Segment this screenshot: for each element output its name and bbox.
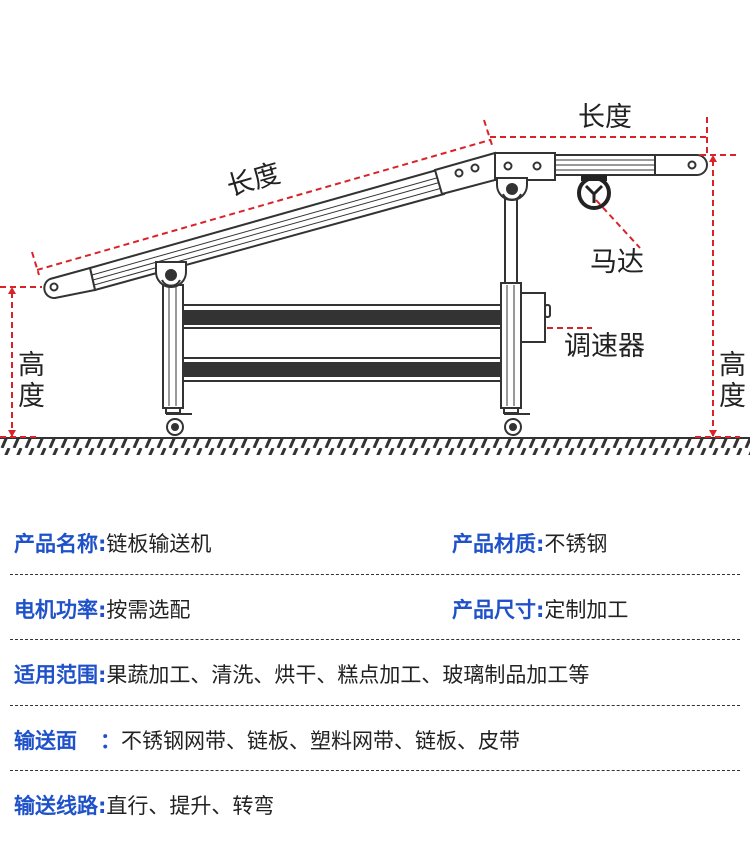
spec-row-conveying-surface: 输送面 ：不锈钢网带、链板、塑料网带、链板、皮带 [14,725,520,755]
spec-colon: ： [100,729,121,753]
speed-controller-label: 调速器 [564,331,645,362]
caster-left [165,407,192,436]
spec-value: 不锈钢 [544,532,608,556]
speed-controller-box [520,292,546,343]
spec-row-name: 产品名称:链板输送机 [14,528,211,558]
pulley-left [155,261,187,288]
spec-label: 产品尺寸: [452,598,545,622]
length-label-incline: 长度 [223,158,283,203]
dimension-arrows [8,155,717,437]
spec-label: 电机功率: [14,598,107,622]
spec-value: 不锈钢网带、链板、塑料网带、链板、皮带 [121,729,520,753]
motor-label: 马达 [590,247,644,278]
spec-row-scope: 适用范围:果蔬加工、清洗、烘干、糕点加工、玻璃制品加工等 [14,659,589,689]
spec-value: 定制加工 [544,598,629,622]
left-leg [162,284,184,409]
speed-controller-knob [544,304,551,318]
conveyor-diagram: 长度 长度 马达 调速器 高 度 高 度 [0,102,750,455]
divider [10,574,740,575]
spec-row-size: 产品尺寸:定制加工 [452,594,628,624]
height-label-left-1: 高 [18,350,45,381]
spec-label: 产品名称: [14,532,107,556]
dimension-lines [0,117,740,438]
horizontal-conveyor [494,152,708,181]
spec-value: 果蔬加工、清洗、烘干、糕点加工、玻璃制品加工等 [106,663,590,687]
spec-label: 输送线路: [14,794,107,818]
spec-label: 适用范围: [14,663,107,687]
pulley-right [496,177,528,201]
spec-row-route: 输送线路:直行、提升、转弯 [14,790,274,820]
divider [10,639,740,640]
spec-value: 直行、提升、转弯 [106,794,275,818]
ground [0,437,750,455]
incline-conveyor [43,151,496,300]
spec-row-motor-power: 电机功率:按需选配 [14,594,190,624]
height-label-right-2: 度 [719,381,746,412]
height-label-left-2: 度 [18,381,45,412]
spec-value: 链板输送机 [106,532,212,556]
divider [10,770,740,771]
spec-row-material: 产品材质:不锈钢 [452,528,607,558]
right-leg [500,282,522,409]
motor-icon [577,175,611,210]
caster-right [503,407,530,436]
divider [10,705,740,706]
spec-value: 按需选配 [106,598,191,622]
length-label-top: 长度 [578,102,632,133]
height-label-right-1: 高 [719,350,746,381]
spec-label: 输送面 [14,729,77,753]
spec-label: 产品材质: [452,532,545,556]
frame [43,151,708,436]
